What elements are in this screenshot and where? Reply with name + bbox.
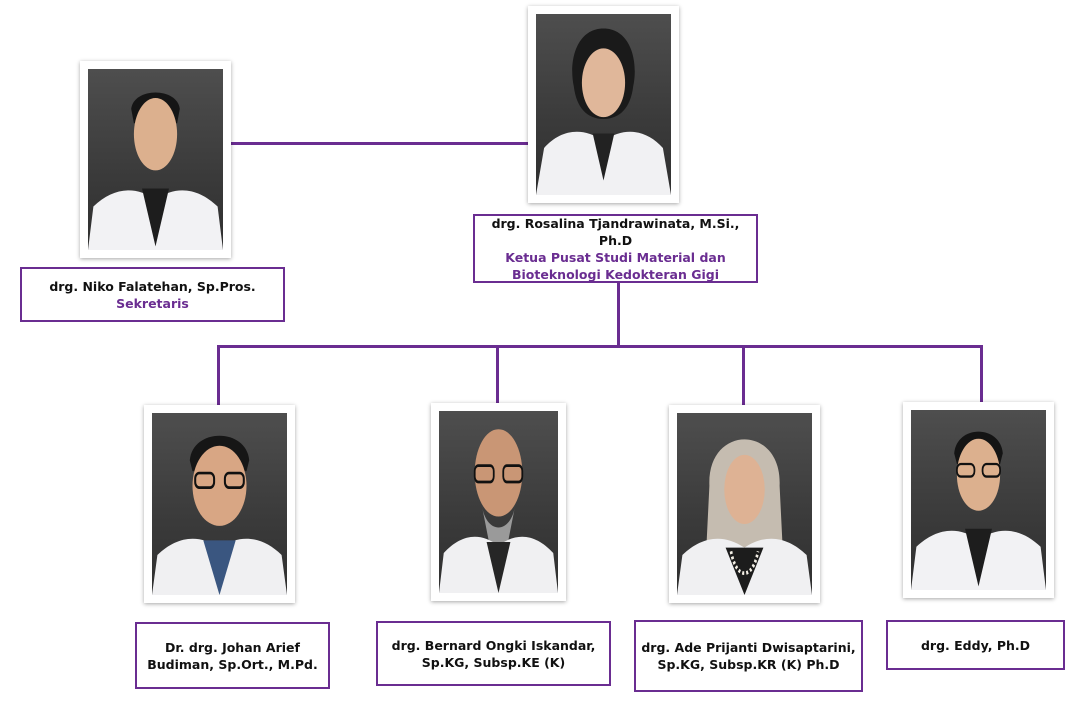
secretary-role: Sekretaris [116,295,189,311]
member-3-photo [669,405,820,603]
member-4-label-box: drg. Eddy, Ph.D [886,620,1065,670]
member-1-photo [144,405,295,603]
head-role-line2: Bioteknologi Kedokteran Gigi [512,266,719,282]
secretary-name: drg. Niko Falatehan, Sp.Pros. [49,278,256,294]
connector-horizontal-members [218,345,983,348]
member-1-name-line2: Budiman, Sp.Ort., M.Pd. [147,656,318,672]
member-4-name-line1: drg. Eddy, Ph.D [920,637,1031,653]
member-2-label-box: drg. Bernard Ongki Iskandar, Sp.KG, Subs… [376,621,611,686]
member-1-name-line1: Dr. drg. Johan Arief [165,639,300,655]
head-photo [528,6,679,203]
member-2-name-line1: drg. Bernard Ongki Iskandar, [391,637,596,653]
connector-member-3 [742,345,745,405]
member-2-photo [431,403,566,601]
secretary-label-box: drg. Niko Falatehan, Sp.Pros. Sekretaris [20,267,285,322]
connector-head-down [617,281,620,347]
head-role-line1: Ketua Pusat Studi Material dan [505,249,726,265]
connector-member-4 [980,345,983,403]
member-3-name-line1: drg. Ade Prijanti Dwisaptarini, [641,640,856,655]
secretary-photo [80,61,231,258]
member-1-label-box: Dr. drg. Johan Arief Budiman, Sp.Ort., M… [135,622,330,689]
head-name: drg. Rosalina Tjandrawinata, M.Si., Ph.D [491,215,740,248]
member-3-name-line2: Sp.KG, Subsp.KR (K) Ph.D [657,657,840,672]
connector-head-secretary [230,142,528,145]
member-3-label-box: drg. Ade Prijanti Dwisaptarini, Sp.KG, S… [634,620,863,692]
member-2-name-line2: Sp.KG, Subsp.KE (K) [421,654,566,670]
member-4-photo [903,402,1054,598]
connector-member-2 [496,345,499,405]
connector-member-1 [217,345,220,405]
head-label-box: drg. Rosalina Tjandrawinata, M.Si., Ph.D… [473,214,758,283]
